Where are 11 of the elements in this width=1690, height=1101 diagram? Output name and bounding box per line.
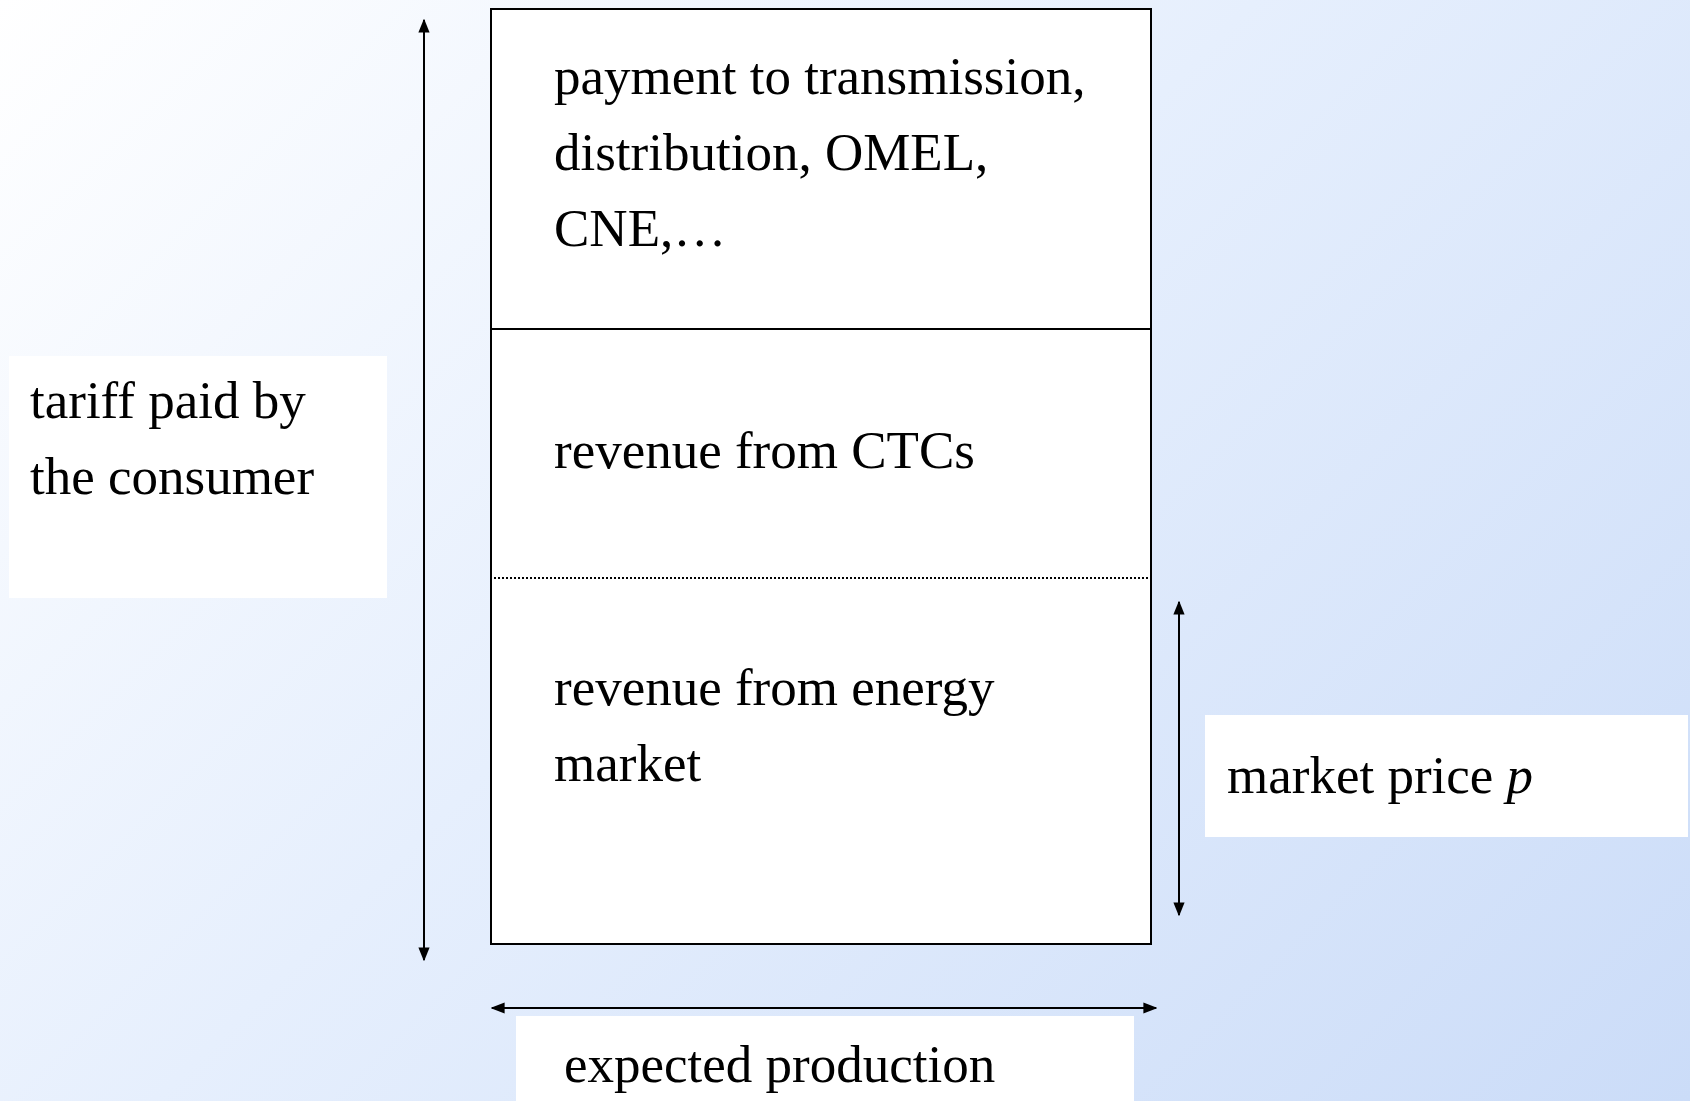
segment-text: revenue from CTCs [554, 420, 976, 481]
label-box [1205, 715, 1688, 837]
label-box [516, 1016, 1134, 1101]
cost-segment [490, 330, 1152, 579]
segment-text: revenue from energy market [554, 657, 996, 794]
segment-text: expected production [564, 1034, 997, 1095]
cost-segment [490, 8, 1152, 330]
segment-text: payment to transmission, distribution, OMEL, CNE,… [554, 46, 1087, 259]
segment-text: market price p [1227, 745, 1535, 806]
cost-segment [490, 579, 1152, 945]
segment-text: tariff paid by the consumer [30, 370, 316, 507]
